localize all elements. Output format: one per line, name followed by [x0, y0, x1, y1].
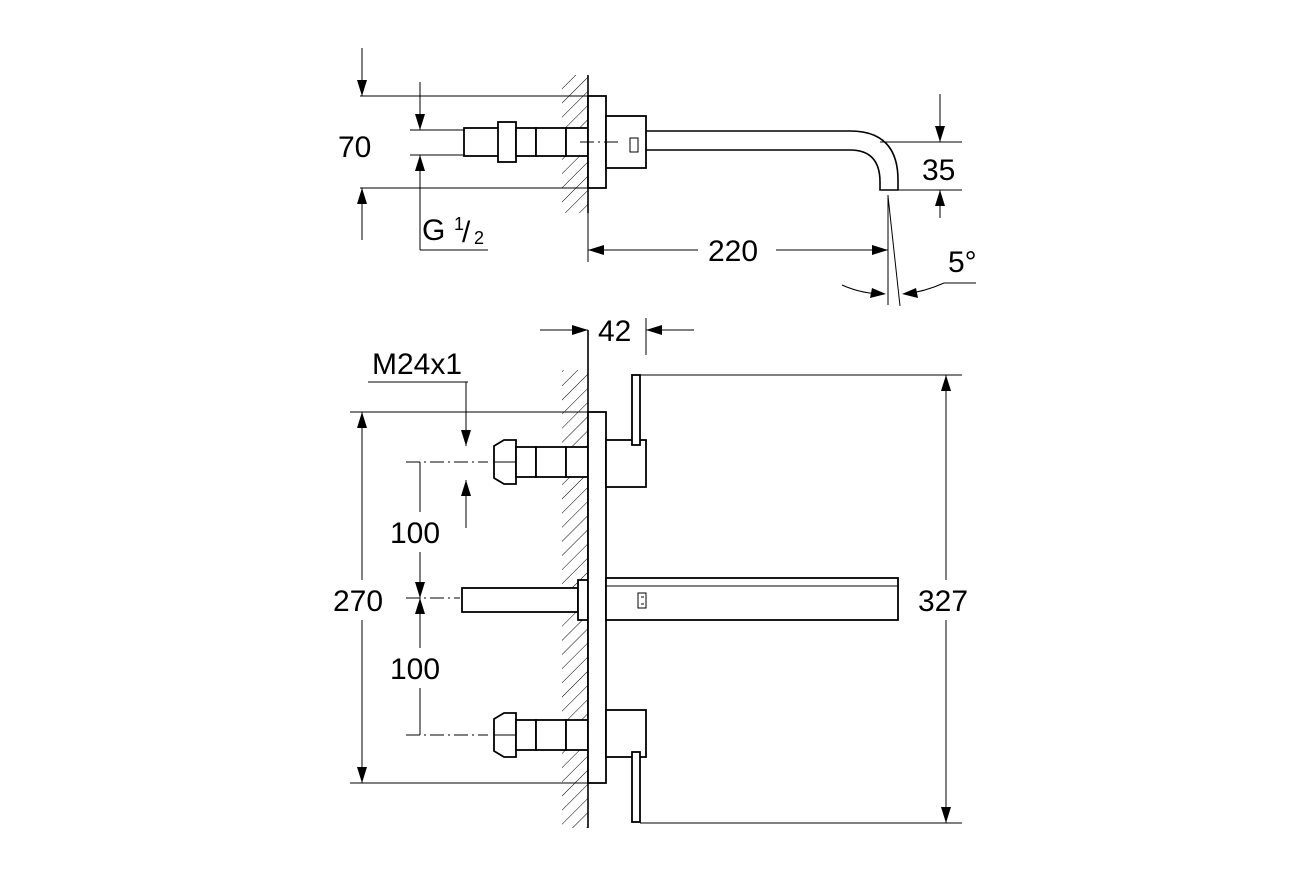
dim-100-lower-label: 100 [390, 653, 440, 686]
upper-valve [493, 439, 589, 485]
dim-327-label: 327 [918, 585, 968, 618]
dim-270-label: 270 [333, 585, 383, 618]
thread-m-label: M24x1 [372, 348, 462, 381]
top-spout [646, 130, 899, 191]
thread-denominator: 2 [474, 228, 484, 248]
aerator-icon [629, 137, 639, 153]
front-wall-plate [587, 411, 607, 784]
dim-35-label: 35 [922, 154, 955, 187]
dim-100-upper-label: 100 [390, 517, 440, 550]
thread-numerator: 1 [454, 214, 464, 234]
lower-handle [605, 709, 647, 823]
dim-42-label: 42 [598, 315, 631, 348]
front-view: 42 M24x1 270 100 100 [330, 315, 982, 828]
front-wall [562, 330, 589, 828]
top-view: 70 G 1 / 2 [338, 48, 977, 307]
thread-g-label: G 1 / 2 [422, 214, 484, 249]
aerator-icon [637, 592, 647, 609]
spout-connector [461, 579, 589, 621]
upper-handle [605, 374, 647, 488]
thread-g: G [422, 214, 445, 247]
svg-text:/: / [462, 216, 471, 249]
top-spout-base [605, 115, 647, 169]
dim-70-label: 70 [338, 131, 371, 164]
top-valve-body [463, 121, 589, 163]
dim-220-label: 220 [708, 235, 758, 268]
front-spout [605, 577, 899, 621]
dim-angle-label: 5° [948, 246, 977, 279]
lower-valve [493, 712, 589, 758]
